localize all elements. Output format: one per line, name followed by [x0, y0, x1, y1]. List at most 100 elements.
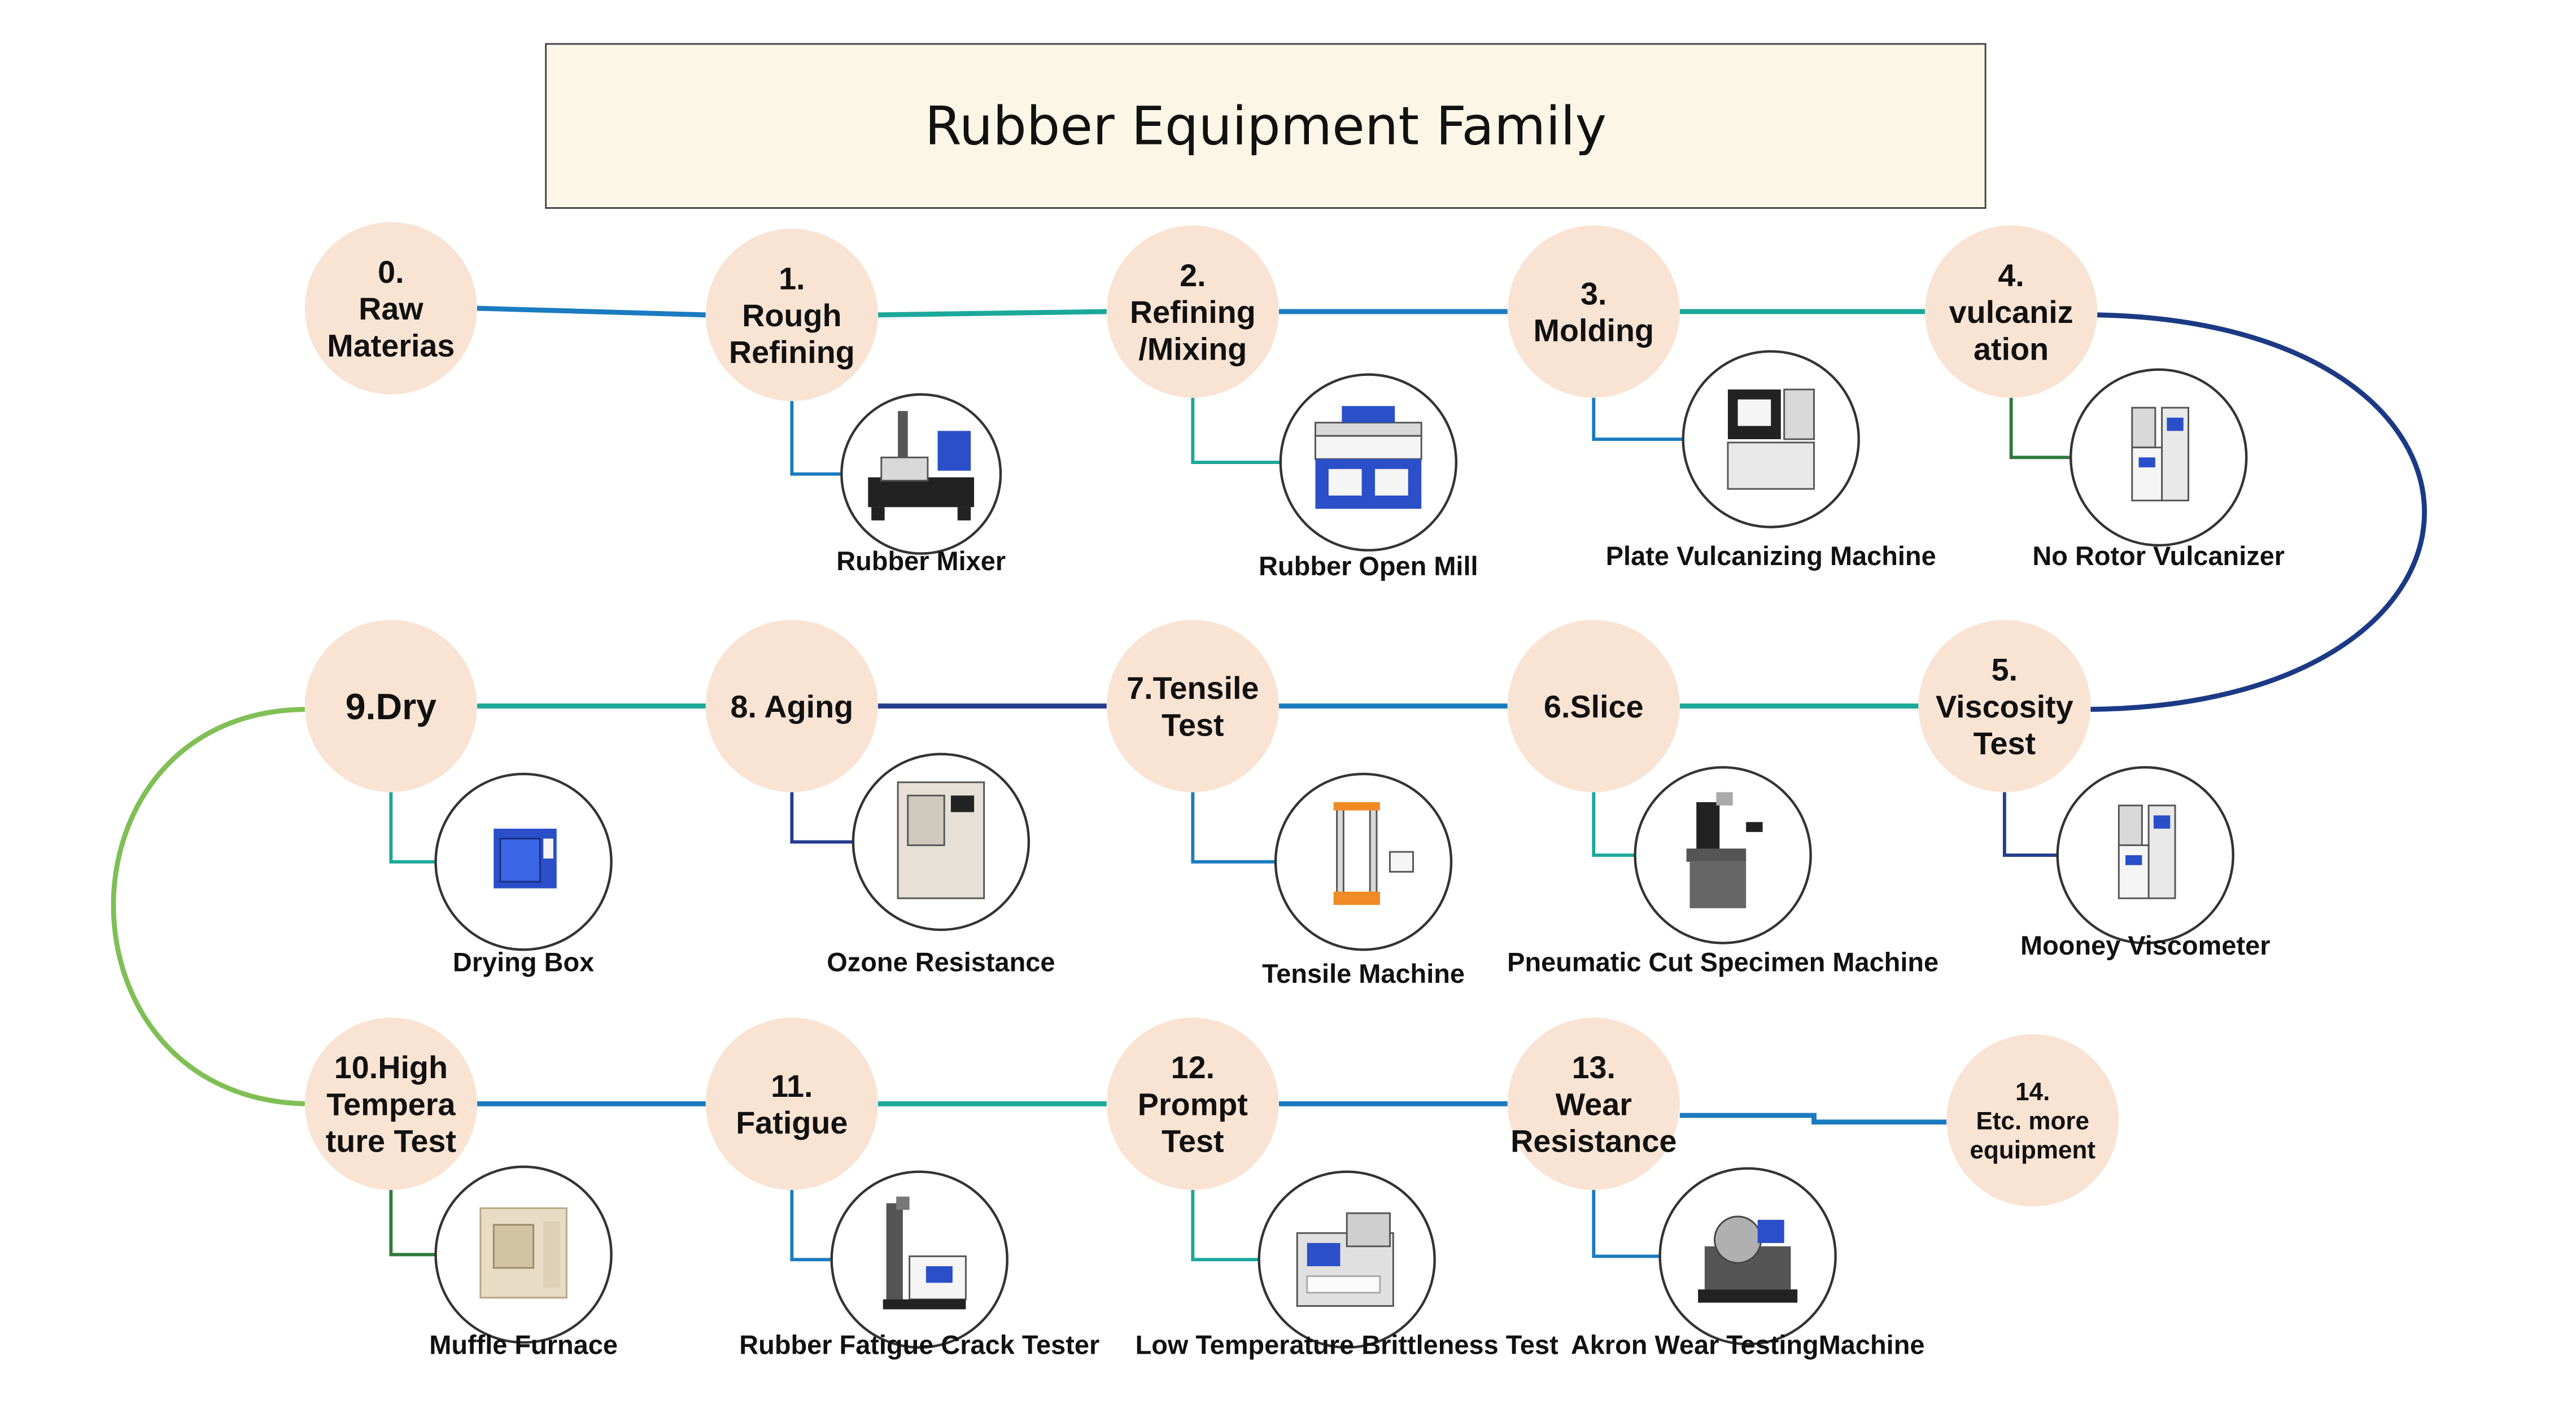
step-circle: [1918, 620, 2091, 793]
branch-s11-e11: [790, 1189, 832, 1262]
equipment-node-e1: Rubber Mixer: [836, 393, 1006, 576]
drying-oven-icon: [494, 828, 557, 889]
step-label-line: Resistance: [1510, 1124, 1676, 1159]
step-circle: [304, 620, 477, 793]
connector-layer: [111, 305, 2427, 1262]
step-node-s3: 3.Molding: [1507, 225, 1680, 398]
akron-abrasion-icon: [1698, 1215, 1798, 1303]
step-label-line: 13.: [1572, 1050, 1616, 1085]
rotorless-vulcanizer-icon: [2131, 406, 2190, 502]
equipment-node-e11: Rubber Fatigue Crack Tester: [739, 1170, 1099, 1360]
step-label-line: 8. Aging: [730, 689, 853, 724]
connector-s0-s1: [477, 305, 706, 318]
equipment-node-e10: Muffle Furnace: [429, 1165, 618, 1360]
equipment-node-e2: Rubber Open Mill: [1259, 373, 1478, 581]
step-label-line: Etc. more: [1976, 1108, 2090, 1135]
step-label-line: 9.Dry: [346, 686, 437, 727]
step-label-line: Tempera: [326, 1087, 456, 1122]
branch-s4-e4: [2009, 397, 2071, 460]
step-label-line: Wear: [1556, 1087, 1632, 1122]
step-label-line: Test: [1974, 726, 2036, 761]
step-label-line: 2.: [1180, 258, 1206, 293]
connector-s13-s14: [1679, 1113, 1947, 1125]
mooney-viscometer-icon: [2117, 804, 2176, 899]
equipment-label: Pneumatic Cut Specimen Machine: [1507, 947, 1938, 977]
equipment-node-e4: No Rotor Vulcanizer: [2032, 368, 2285, 571]
equipment-node-e9: Drying Box: [434, 772, 613, 977]
step-circle: [1925, 225, 2098, 398]
step-circle: [1507, 1017, 1680, 1190]
step-label-line: Viscosity: [1936, 689, 2073, 724]
step-label-line: Raw: [359, 291, 423, 326]
open-mill-icon: [1314, 406, 1422, 509]
step-circle: [1507, 620, 1680, 793]
step-circle: [1106, 225, 1279, 398]
step-label-line: Test: [1162, 707, 1224, 742]
step-label-line: Molding: [1534, 313, 1654, 348]
step-label-line: 11.: [771, 1069, 813, 1104]
branch-s12-e12: [1191, 1189, 1259, 1262]
step-label-line: vulcaniz: [1949, 295, 2073, 330]
step-label-line: /Mixing: [1138, 331, 1247, 366]
equipment-node-e6: Pneumatic Cut Specimen Machine: [1507, 766, 1938, 977]
branch-s7-e7: [1191, 792, 1276, 864]
step-label-line: Fatigue: [736, 1105, 848, 1140]
step-label-line: 12.: [1171, 1050, 1215, 1085]
step-circle: [705, 1017, 878, 1190]
step-node-s2: 2.Refining/Mixing: [1106, 225, 1279, 398]
plate-vulcanizer-icon: [1727, 388, 1815, 490]
step-node-s11: 11.Fatigue: [705, 1017, 878, 1190]
ozone-chamber-icon: [897, 781, 985, 899]
step-label-line: 3.: [1580, 276, 1606, 311]
equipment-photo-frame: [1274, 772, 1453, 951]
step-label-line: 5.: [1992, 652, 2018, 687]
pneumatic-cutter-icon: [1686, 792, 1763, 908]
equipment-label: Ozone Resistance: [827, 947, 1055, 977]
branch-s5-e5: [2002, 792, 2058, 857]
equipment-node-e13: Akron Wear TestingMachine: [1571, 1167, 1924, 1360]
step-label-line: ation: [1974, 331, 2049, 366]
equipment-node-e5: Mooney Viscometer: [2020, 766, 2270, 960]
fatigue-tester-icon: [883, 1196, 967, 1310]
diagram-title: Rubber Equipment Family: [924, 94, 1607, 157]
step-node-s8: 8. Aging: [705, 620, 878, 793]
branch-s13-e13: [1592, 1189, 1660, 1258]
connector-s4-s5: [2090, 312, 2427, 712]
step-label-line: 4.: [1998, 258, 2024, 293]
step-label-line: ture Test: [326, 1124, 456, 1159]
equipment-label: Rubber Open Mill: [1259, 551, 1478, 581]
step-label-line: 10.High: [334, 1050, 448, 1085]
step-node-s6: 6.Slice: [1507, 620, 1680, 793]
branch-s1-e1: [790, 401, 842, 476]
equipment-label: Plate Vulcanizing Machine: [1606, 541, 1936, 571]
branch-s9-e9: [389, 792, 436, 864]
branch-s2-e2: [1191, 397, 1281, 465]
equipment-label: Muffle Furnace: [429, 1330, 618, 1360]
branch-s8-e8: [790, 792, 853, 844]
step-circle: [304, 1017, 477, 1190]
step-label-line: Materias: [327, 328, 455, 363]
branch-s10-e10: [389, 1189, 436, 1257]
equipment-node-e3: Plate Vulcanizing Machine: [1606, 350, 1936, 571]
step-node-s9: 9.Dry: [304, 620, 477, 793]
equipment-node-e7: Tensile Machine: [1262, 772, 1465, 988]
step-circle: [1946, 1034, 2119, 1207]
branch-s3-e3: [1592, 397, 1683, 441]
step-label-line: equipment: [1970, 1136, 2096, 1164]
brittleness-tester-icon: [1296, 1212, 1394, 1307]
step-label-line: Rough: [742, 298, 841, 333]
equipment-node-e8: Ozone Resistance: [827, 752, 1055, 977]
